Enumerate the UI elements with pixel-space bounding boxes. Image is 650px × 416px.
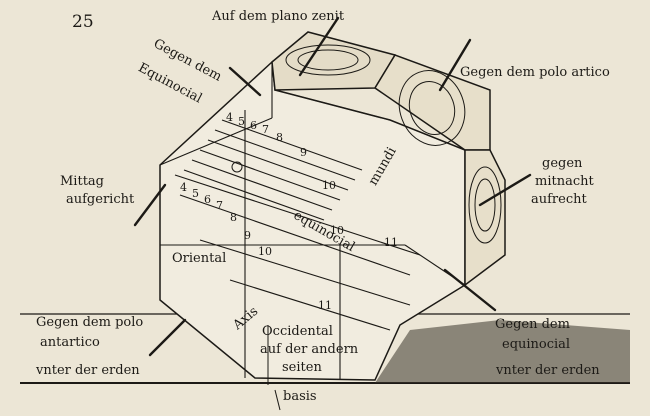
page-number: 25 (72, 12, 94, 32)
label-mitnacht-1: gegen (542, 156, 583, 171)
hour-number: 8 (230, 211, 237, 224)
cast-shadow (375, 320, 630, 383)
hour-number: 9 (300, 146, 307, 159)
label-equinocial-bottom-2: equinocial (502, 337, 571, 352)
hour-number: 11 (318, 299, 332, 312)
label-mitnacht-2: mitnacht (535, 174, 594, 189)
label-oriental: Oriental (172, 251, 227, 266)
label-mittag-2: aufgericht (66, 192, 135, 207)
hour-number: 8 (276, 131, 283, 144)
label-pointers (267, 325, 281, 411)
label-occidental-2: auf der andern (260, 342, 359, 357)
hour-number: 10 (322, 179, 336, 192)
hour-number: 10 (258, 245, 272, 258)
label-polo-antartico-2: antartico (40, 335, 100, 350)
hour-number: 6 (204, 193, 211, 206)
hour-number: 10 (330, 224, 344, 237)
hour-number: 5 (192, 187, 199, 200)
hour-number: 6 (250, 119, 257, 132)
dial-mitnacht (468, 166, 502, 244)
hour-number: 5 (238, 115, 245, 128)
hour-number: 11 (384, 236, 398, 249)
label-polo-artico: Gegen dem polo artico (460, 65, 610, 80)
label-occidental-3: seiten (282, 360, 322, 375)
label-polo-antartico-3: vnter der erden (36, 363, 140, 378)
dial-polo-artico (398, 70, 466, 146)
hour-number: 7 (216, 199, 223, 212)
label-polo-antartico-1: Gegen dem polo (36, 315, 144, 330)
sundial-body (159, 31, 506, 381)
hour-number: 9 (244, 229, 251, 242)
dial-front-small (231, 161, 243, 173)
label-mittag-1: Mittag (60, 174, 104, 189)
face-divisions (159, 62, 466, 380)
dial-top (285, 44, 371, 76)
label-equinocial-bottom-1: Gegen dem (495, 317, 570, 332)
gnomons (133, 16, 532, 357)
label-plano-zenit: Auf dem plano zenit (212, 9, 345, 24)
hour-number: 7 (262, 123, 269, 136)
label-equinocial-bottom-3: vnter der erden (496, 363, 600, 378)
hour-number: 4 (226, 111, 233, 124)
label-basis: basis (283, 389, 317, 404)
hour-number: 4 (180, 181, 187, 194)
label-occidental-1: Occidental (262, 324, 333, 339)
label-mitnacht-3: aufrecht (531, 192, 587, 207)
